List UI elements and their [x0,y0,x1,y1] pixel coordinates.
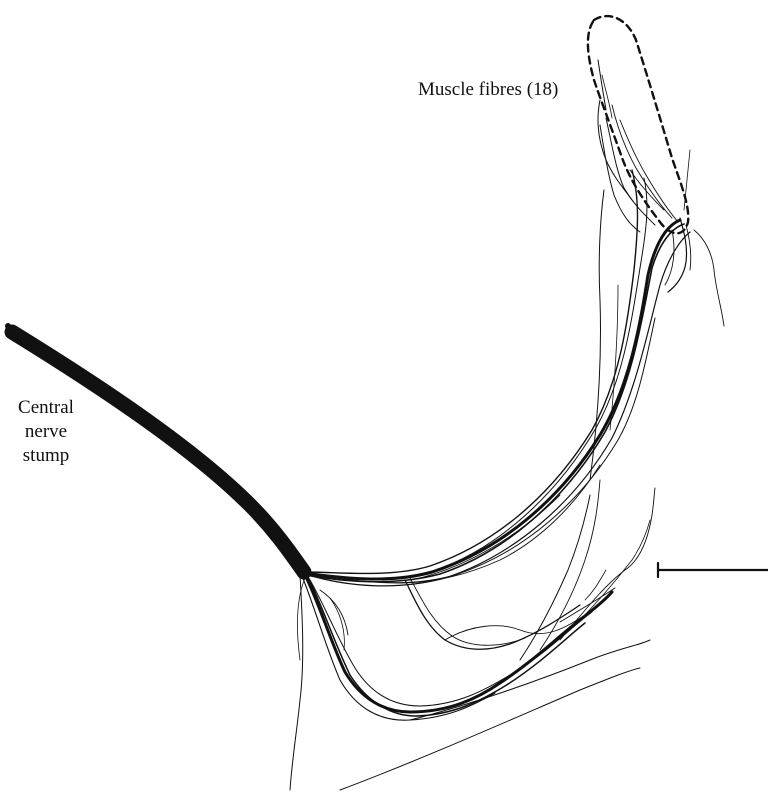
terminal-muscle-fibres [598,60,724,326]
central-nerve-stump-label: Central nerve stump [2,396,90,468]
stump-label-line-3: stump [2,444,90,468]
stump-label-line-1: Central [2,396,90,420]
lower-nerve-loop [302,575,612,720]
scale-bar [658,563,768,577]
middle-nerve-branch [405,578,615,649]
stump-label-line-2: nerve [2,420,90,444]
upper-nerve-bundle [303,170,690,586]
muscle-fibres-label: Muscle fibres (18) [418,78,558,102]
